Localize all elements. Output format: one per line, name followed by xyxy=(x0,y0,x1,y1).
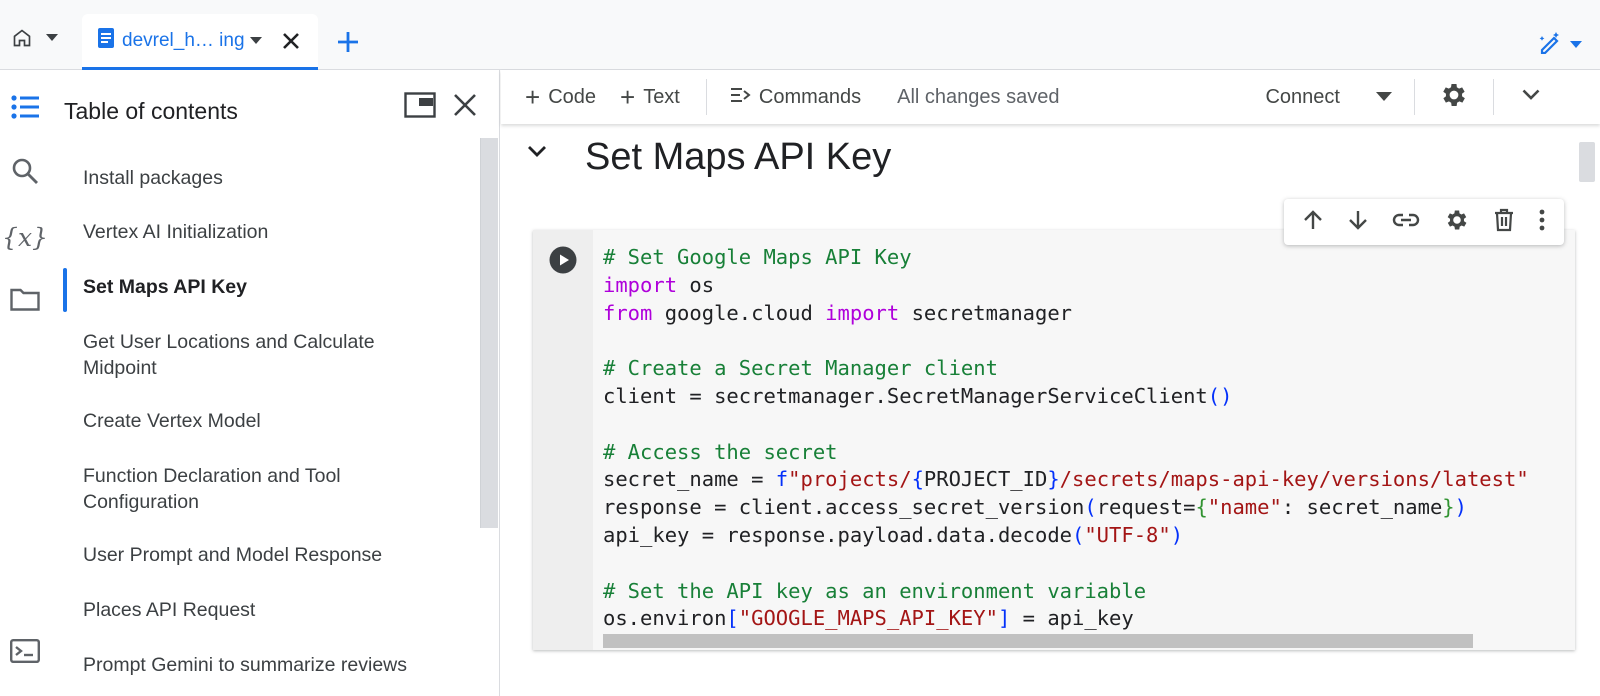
magic-pen-icon xyxy=(1538,30,1564,59)
plus-icon: + xyxy=(525,82,541,112)
code-line: api_key = response.payload.data.decode("… xyxy=(603,522,1184,547)
commands-label: Commands xyxy=(758,85,862,108)
close-tab-icon[interactable] xyxy=(280,30,302,57)
terminal-rail-button[interactable] xyxy=(8,636,42,670)
commands-button[interactable]: Commands xyxy=(730,85,862,109)
section-collapse-button[interactable] xyxy=(527,144,547,163)
chevron-down-icon xyxy=(527,145,547,162)
chevron-down-icon xyxy=(46,34,58,42)
search-icon xyxy=(11,157,39,190)
notebook-scrollbar[interactable] xyxy=(1579,142,1595,182)
toc-item-user-prompt[interactable]: User Prompt and Model Response xyxy=(83,544,383,566)
table-of-contents-panel: Table of contents Install packages Verte… xyxy=(50,70,500,696)
tab-menu-chevron-icon[interactable] xyxy=(250,32,262,50)
search-rail-button[interactable] xyxy=(8,156,42,190)
notebook-toolbar: + Code + Text Commands All changes saved… xyxy=(501,70,1600,124)
chevron-down-icon xyxy=(1570,36,1582,54)
chevron-down-icon xyxy=(1522,88,1540,105)
code-line: os.environ["GOOGLE_MAPS_API_KEY"] = api_… xyxy=(603,606,1134,631)
cell-settings-button[interactable] xyxy=(1444,207,1470,238)
move-cell-up-button[interactable] xyxy=(1302,209,1324,236)
more-vert-icon xyxy=(1539,209,1545,230)
close-icon xyxy=(452,94,478,122)
connect-label: Connect xyxy=(1265,85,1340,108)
terminal-icon xyxy=(10,638,41,668)
code-horizontal-scrollbar[interactable] xyxy=(603,634,1473,648)
gear-icon xyxy=(1439,83,1469,114)
files-rail-button[interactable] xyxy=(8,284,42,318)
gear-icon xyxy=(1447,209,1467,230)
section-heading: Set Maps API Key xyxy=(585,136,892,178)
toc-item-prompt-gemini[interactable]: Prompt Gemini to summarize reviews xyxy=(83,654,407,676)
plus-icon: + xyxy=(620,82,636,112)
toc-item-create-vertex-model[interactable]: Create Vertex Model xyxy=(83,410,261,432)
move-cell-down-button[interactable] xyxy=(1347,209,1369,236)
toc-rail-button[interactable] xyxy=(8,92,42,126)
list-icon xyxy=(11,94,39,124)
more-options-button[interactable] xyxy=(1538,209,1546,236)
magic-pen-button[interactable] xyxy=(1538,30,1582,59)
variables-rail-button[interactable]: {x} xyxy=(2,220,48,254)
open-in-tab-icon xyxy=(404,92,436,122)
notebook-body: Set Maps API Key # Set Google Maps API K… xyxy=(501,124,1600,696)
home-menu-button[interactable] xyxy=(12,28,58,48)
code-line: # Set the API key as an environment vari… xyxy=(603,578,1147,603)
cell-gutter xyxy=(533,230,593,650)
connect-options-chevron-icon[interactable] xyxy=(1375,88,1392,106)
code-cell[interactable]: # Set Google Maps API Key import os from… xyxy=(533,230,1575,650)
code-line: import os xyxy=(603,272,715,297)
delete-cell-button[interactable] xyxy=(1493,208,1515,237)
save-status: All changes saved xyxy=(897,85,1060,108)
code-line: # Set Google Maps API Key xyxy=(603,245,912,269)
toolbar-divider xyxy=(705,79,707,115)
open-in-tab-button[interactable] xyxy=(404,92,436,123)
add-code-button[interactable]: + Code xyxy=(525,82,596,112)
cell-toolbar xyxy=(1284,199,1564,245)
toolbar-divider xyxy=(1413,79,1415,115)
folder-icon xyxy=(10,287,40,316)
toc-item-set-maps-api-key[interactable]: Set Maps API Key xyxy=(50,268,267,312)
code-line: # Access the secret xyxy=(603,439,838,464)
code-line: client = secretmanager.SecretManagerServ… xyxy=(603,383,1233,408)
link-icon xyxy=(1393,213,1420,226)
notebook-tab[interactable]: devrel_h… ing xyxy=(82,14,318,70)
run-cell-button[interactable] xyxy=(549,246,577,279)
connect-button[interactable]: Connect xyxy=(1265,86,1340,109)
notebook-doc-icon xyxy=(98,28,114,53)
code-line: # Create a Secret Manager client xyxy=(603,356,998,381)
code-line: from google.cloud import secretmanager xyxy=(603,300,1073,325)
arrow-up-icon xyxy=(1303,209,1322,229)
collapse-toolbar-button[interactable] xyxy=(1522,88,1540,106)
play-icon xyxy=(549,246,577,278)
left-rail: {x} xyxy=(0,70,50,696)
close-panel-button[interactable] xyxy=(452,92,478,123)
settings-button[interactable] xyxy=(1439,80,1469,115)
toc-item-get-user-locations[interactable]: Get User Locations and Calculate Midpoin… xyxy=(83,331,375,379)
variables-icon: {x} xyxy=(2,222,48,252)
toc-item-install-packages[interactable]: Install packages xyxy=(83,167,223,189)
toolbar-divider xyxy=(1492,79,1494,115)
code-line: response = client.access_secret_version(… xyxy=(603,495,1467,520)
toc-scrollbar[interactable] xyxy=(480,138,498,528)
add-text-button[interactable]: + Text xyxy=(620,82,680,112)
copy-link-button[interactable] xyxy=(1392,212,1420,233)
commands-icon xyxy=(730,86,751,109)
add-text-label: Text xyxy=(643,85,680,108)
trash-icon xyxy=(1494,208,1513,231)
toc-item-places-api-request[interactable]: Places API Request xyxy=(83,599,256,621)
code-line: secret_name = f"projects/{PROJECT_ID}/se… xyxy=(603,467,1529,492)
tab-strip: devrel_h… ing xyxy=(0,0,1600,70)
home-icon xyxy=(12,28,32,48)
arrow-down-icon xyxy=(1349,210,1367,230)
new-tab-button[interactable] xyxy=(336,30,360,59)
toc-item-function-declaration[interactable]: Function Declaration and Tool Configurat… xyxy=(83,465,341,513)
add-code-label: Code xyxy=(548,85,596,108)
code-editor[interactable]: # Set Google Maps API Key import os from… xyxy=(603,244,1529,633)
toc-title: Table of contents xyxy=(64,98,238,124)
toc-item-vertex-ai-init[interactable]: Vertex AI Initialization xyxy=(83,221,269,243)
tab-title: devrel_h… ing xyxy=(122,29,245,51)
